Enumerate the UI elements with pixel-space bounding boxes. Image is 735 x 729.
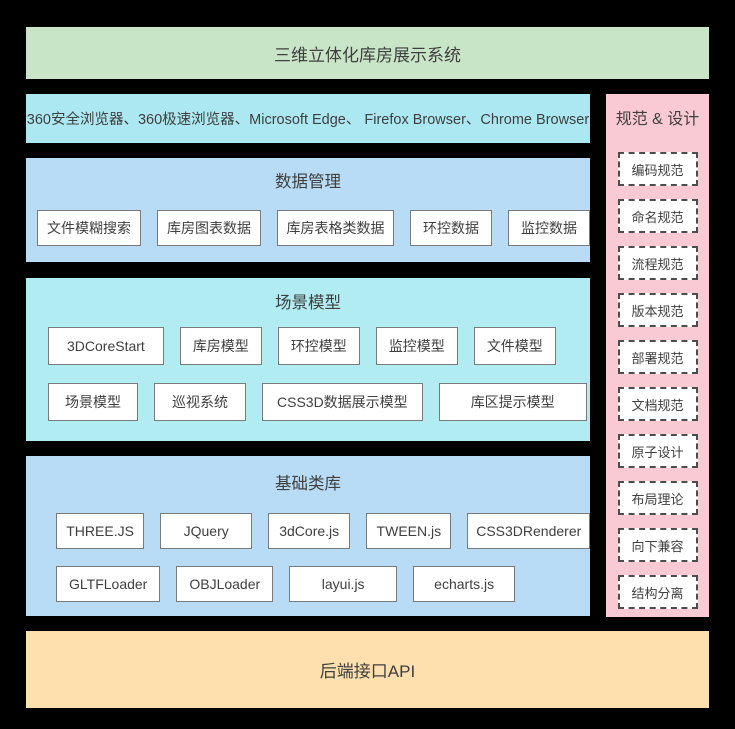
module-box: 库房图表数据 (157, 210, 261, 246)
section-title: 数据管理 (275, 173, 341, 191)
module-box: 环控模型 (277, 327, 360, 365)
module-box: 监控数据 (508, 210, 590, 246)
backend-api-label: 后端接口API (319, 662, 416, 681)
module-box: 监控模型 (375, 327, 458, 365)
spec-item: 编码规范 (617, 152, 698, 186)
system-title-banner: 三维立体化库房展示系统 (26, 27, 709, 79)
spec-item: 文档规范 (617, 387, 698, 421)
module-box: CSS3D数据展示模型 (262, 383, 423, 421)
module-box: 文件模型 (473, 327, 556, 365)
browser-list: 360安全浏览器、360极速浏览器、Microsoft Edge、 Firefo… (26, 112, 590, 128)
module-box: layui.js (289, 566, 398, 602)
section-rows: 文件模糊搜索库房图表数据库房表格类数据环控数据监控数据 (26, 210, 590, 246)
backend-api-banner: 后端接口API (26, 631, 709, 708)
module-box: 库区提示模型 (438, 383, 587, 421)
section-base-libraries: 基础类库 THREE.JS JQuery 3dCore.js TWEEN.js CSS3… (26, 456, 590, 616)
spec-item: 部署规范 (617, 340, 698, 374)
module-row: GLTFLoader OBJLoader layui.js echarts.js (56, 566, 590, 602)
module-box: THREE.JS (56, 513, 145, 549)
module-box: CSS3DRenderer (467, 513, 590, 549)
spec-panel-title: 规范 & 设计 (615, 111, 700, 128)
module-box: 场景模型 (48, 383, 138, 421)
module-box: 环控数据 (410, 210, 492, 246)
section-rows: THREE.JS JQuery 3dCore.js TWEEN.js CSS3DRend… (26, 513, 590, 602)
module-box: OBJLoader (176, 566, 274, 602)
browser-support-banner: 360安全浏览器、360极速浏览器、Microsoft Edge、 Firefo… (26, 94, 590, 143)
spec-design-panel: 规范 & 设计 编码规范命名规范流程规范版本规范部署规范文档规范原子设计布局理论… (606, 94, 709, 617)
module-box: TWEEN.js (366, 513, 452, 549)
module-row: 文件模糊搜索库房图表数据库房表格类数据环控数据监控数据 (37, 210, 590, 246)
spec-item: 流程规范 (617, 246, 698, 280)
spec-list: 编码规范命名规范流程规范版本规范部署规范文档规范原子设计布局理论向下兼容结构分离 (606, 152, 709, 609)
module-box: echarts.js (413, 566, 516, 602)
spec-item: 布局理论 (617, 481, 698, 515)
section-title: 基础类库 (275, 475, 341, 493)
module-box: 库房表格类数据 (277, 210, 394, 246)
module-box: 3dCore.js (268, 513, 351, 549)
module-box: 巡视系统 (154, 383, 246, 421)
module-row: THREE.JS JQuery 3dCore.js TWEEN.js CSS3DRend… (56, 513, 590, 549)
module-box: 3DCoreStart (48, 327, 164, 365)
module-row: 场景模型巡视系统 CSS3D数据展示模型库区提示模型 (48, 383, 590, 421)
spec-item: 向下兼容 (617, 528, 698, 562)
module-box: GLTFLoader (56, 566, 161, 602)
spec-item: 原子设计 (617, 434, 698, 468)
spec-item: 命名规范 (617, 199, 698, 233)
module-box: 库房模型 (179, 327, 262, 365)
section-rows: 3DCoreStart 库房模型环控模型监控模型文件模型场景模型巡视系统 CSS3D… (26, 327, 590, 421)
module-box: JQuery (160, 513, 253, 549)
section-title: 场景模型 (275, 294, 341, 312)
module-box: 文件模糊搜索 (37, 210, 141, 246)
system-title: 三维立体化库房展示系统 (274, 45, 461, 65)
section-data-management: 数据管理 文件模糊搜索库房图表数据库房表格类数据环控数据监控数据 (26, 158, 590, 262)
spec-item: 结构分离 (617, 575, 698, 609)
spec-item: 版本规范 (617, 293, 698, 327)
module-row: 3DCoreStart 库房模型环控模型监控模型文件模型 (48, 327, 590, 365)
